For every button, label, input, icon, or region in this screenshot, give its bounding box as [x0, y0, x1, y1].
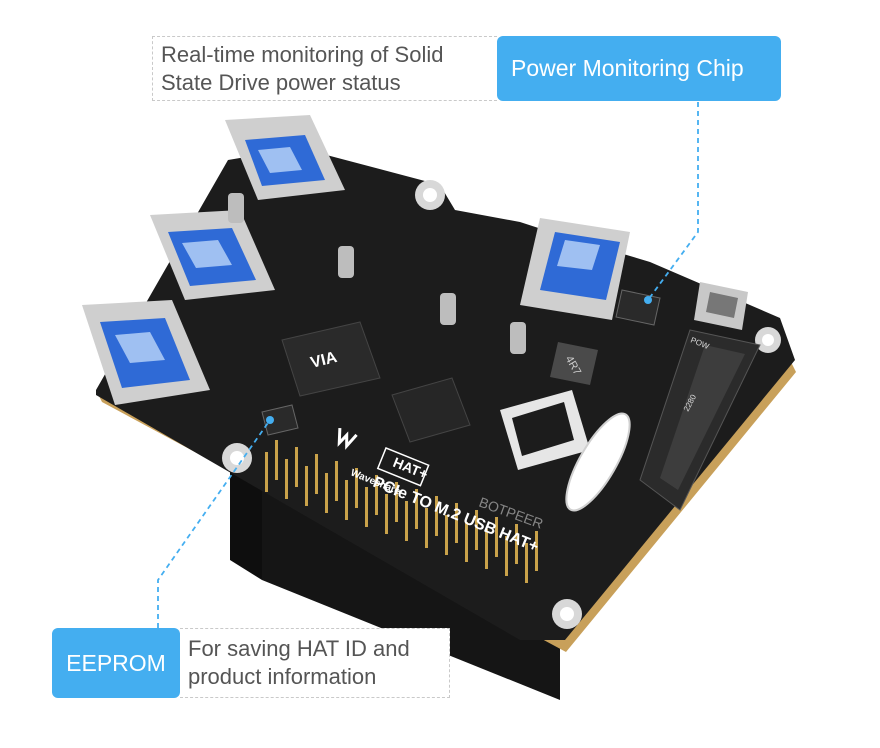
eeprom-leader-line	[157, 419, 271, 628]
inductor: 4R7	[550, 342, 598, 385]
eeprom-chip	[261, 404, 299, 436]
eeprom-callout: EEPROM For saving HAT ID and product inf…	[52, 628, 450, 698]
power-chip-leader-line	[647, 102, 699, 301]
usb-controller-chip: VIA	[281, 321, 381, 397]
power-monitoring-description: Real-time monitoring of Solid State Driv…	[152, 36, 497, 101]
eeprom-description: For saving HAT ID and product informatio…	[180, 628, 450, 698]
pin-header-block	[262, 490, 560, 700]
standoffs	[228, 193, 526, 354]
gpio-header-pins	[265, 440, 538, 583]
usb-ports	[82, 115, 748, 405]
mounting-holes	[222, 180, 781, 629]
board-slot	[565, 412, 631, 512]
pcb-edge	[96, 360, 796, 652]
power-monitoring-callout: Real-time monitoring of Solid State Driv…	[152, 36, 781, 101]
pcie-bridge-chip	[391, 377, 471, 443]
eeprom-title: EEPROM	[52, 628, 180, 698]
svg-text:VIA: VIA	[309, 349, 339, 372]
waveshare-logo	[337, 428, 358, 450]
power-monitoring-title: Power Monitoring Chip	[497, 36, 781, 101]
m2-slot: 2280	[639, 329, 761, 511]
